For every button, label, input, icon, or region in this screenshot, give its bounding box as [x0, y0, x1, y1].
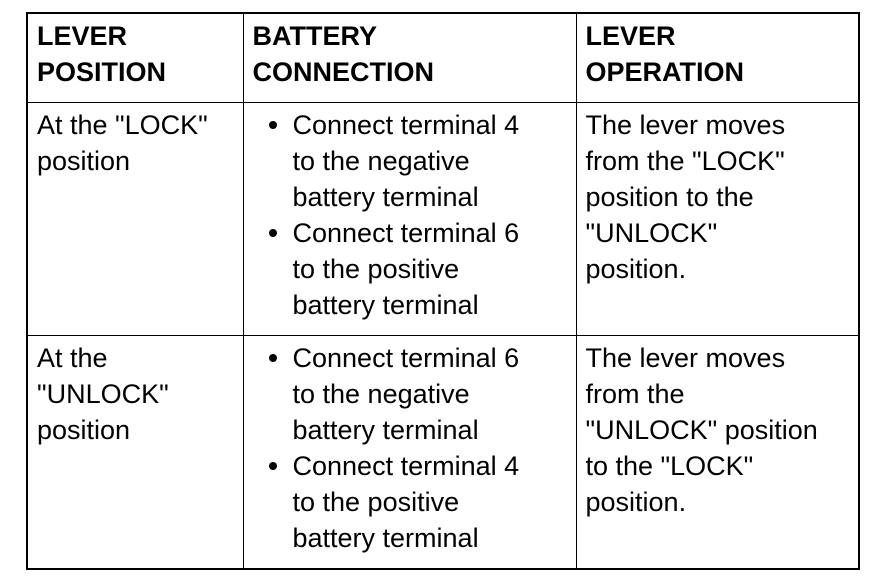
cell-text: battery terminal — [292, 182, 479, 212]
cell-text: Connect terminal 4 — [292, 451, 520, 481]
cell-text: to the "LOCK" — [585, 451, 754, 481]
cell-text: to the positive — [292, 254, 460, 284]
bullet-icon — [268, 229, 277, 237]
cell-text: Connect terminal 6 — [292, 343, 520, 373]
table-row: At the "UNLOCK" position Connect termina… — [26, 335, 860, 570]
table-row: At the "LOCK" position Connect terminal … — [26, 102, 860, 336]
header-lever-operation: LEVER OPERATION — [575, 12, 860, 103]
cell-lever-operation: The lever moves from the "LOCK" position… — [575, 102, 860, 336]
list-item: Connect terminal 6 to the positive batte… — [253, 215, 576, 323]
cell-text: battery terminal — [292, 523, 479, 553]
bullet-icon — [268, 462, 277, 470]
cell-text: position. — [585, 487, 687, 517]
cell-text: "UNLOCK" position — [585, 415, 818, 445]
header-text: CONNECTION — [252, 57, 435, 87]
cell-text: "UNLOCK" — [585, 218, 718, 248]
header-text: LEVER — [585, 21, 676, 51]
cell-text: At the — [37, 343, 108, 373]
cell-text: At the "LOCK" — [37, 110, 208, 140]
bullet-list: Connect terminal 6 to the negative batte… — [253, 340, 576, 556]
bullet-icon — [268, 354, 277, 362]
lever-operation-table: LEVER POSITION BATTERY CONNECTION LEVER … — [26, 12, 860, 570]
cell-text: from the "LOCK" — [585, 146, 785, 176]
list-item: Connect terminal 6 to the negative batte… — [253, 340, 576, 448]
cell-text: The lever moves — [585, 343, 786, 373]
header-text: OPERATION — [585, 57, 745, 87]
cell-text: Connect terminal 6 — [292, 218, 520, 248]
cell-text: to the negative — [292, 146, 470, 176]
list-item: Connect terminal 4 to the positive batte… — [253, 448, 576, 556]
cell-lever-operation: The lever moves from the "UNLOCK" positi… — [575, 335, 860, 570]
header-text: POSITION — [37, 57, 167, 87]
cell-text: position. — [585, 254, 687, 284]
header-row: LEVER POSITION BATTERY CONNECTION LEVER … — [26, 12, 860, 103]
list-item: Connect terminal 4 to the negative batte… — [253, 107, 576, 215]
header-battery-connection: BATTERY CONNECTION — [242, 12, 577, 103]
cell-battery-connection: Connect terminal 6 to the negative batte… — [242, 335, 577, 570]
cell-text: position — [37, 146, 131, 176]
cell-text: position to the — [585, 182, 754, 212]
cell-lever-position: At the "LOCK" position — [26, 102, 244, 336]
bullet-list: Connect terminal 4 to the negative batte… — [253, 107, 576, 323]
header-text: BATTERY — [252, 21, 378, 51]
cell-text: position — [37, 415, 131, 445]
cell-text: Connect terminal 4 — [292, 110, 520, 140]
cell-text: from the — [585, 379, 685, 409]
cell-text: to the positive — [292, 487, 460, 517]
cell-battery-connection: Connect terminal 4 to the negative batte… — [242, 102, 577, 336]
cell-text: to the negative — [292, 379, 470, 409]
header-lever-position: LEVER POSITION — [26, 12, 244, 103]
cell-text: The lever moves — [585, 110, 786, 140]
bullet-icon — [268, 121, 277, 129]
cell-lever-position: At the "UNLOCK" position — [26, 335, 244, 570]
cell-text: battery terminal — [292, 415, 479, 445]
header-text: LEVER — [37, 21, 128, 51]
cell-text: "UNLOCK" — [37, 379, 169, 409]
cell-text: battery terminal — [292, 290, 479, 320]
